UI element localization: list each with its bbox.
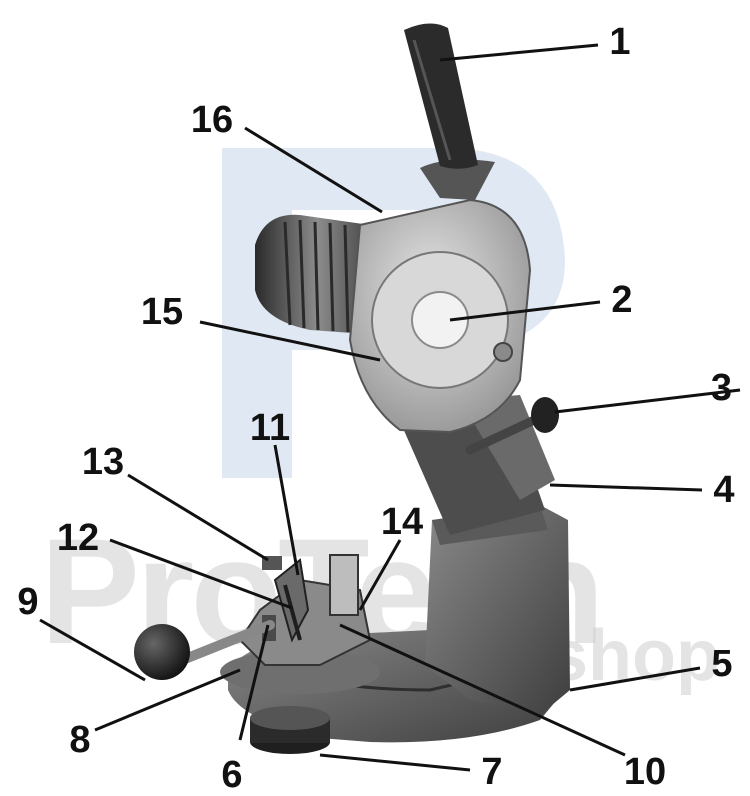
handle (404, 23, 495, 200)
leader-15 (199, 320, 381, 362)
leader-2 (449, 300, 601, 322)
callout-12: 12 (56, 517, 100, 559)
leader-1 (439, 43, 599, 62)
callout-1: 1 (609, 21, 631, 63)
adjust-knob (465, 397, 559, 455)
leader-11 (273, 444, 300, 576)
watermark-sub: shop (548, 616, 720, 696)
leader-14 (358, 539, 402, 611)
callout-10: 10 (623, 751, 667, 793)
leader-16 (244, 126, 383, 214)
callout-15: 15 (140, 291, 184, 333)
callout-9: 9 (17, 581, 39, 623)
motor (255, 214, 380, 335)
callout-4: 4 (713, 469, 735, 511)
callout-11: 11 (249, 407, 291, 449)
vise-lever (134, 620, 275, 680)
callout-5: 5 (711, 643, 733, 685)
leader-3 (554, 388, 741, 414)
wheel-guard (348, 198, 532, 434)
leader-4 (549, 483, 703, 492)
chain-vise (238, 554, 372, 666)
leader-5 (569, 666, 701, 692)
leader-lines (39, 43, 741, 772)
leader-13 (127, 473, 269, 562)
callout-6: 6 (221, 754, 243, 796)
callout-14: 14 (380, 501, 424, 543)
callout-3: 3 (710, 367, 732, 409)
callout-2: 2 (611, 279, 633, 321)
callout-13: 13 (81, 441, 125, 483)
foot-knob (250, 706, 330, 754)
leader-10 (339, 623, 626, 757)
callout-16: 16 (190, 99, 234, 141)
callout-7: 7 (481, 751, 503, 793)
leader-8 (94, 668, 241, 732)
leader-6 (238, 624, 270, 741)
leader-9 (39, 618, 146, 682)
leader-7 (319, 753, 471, 772)
leader-12 (109, 538, 293, 610)
callout-8: 8 (69, 719, 91, 761)
